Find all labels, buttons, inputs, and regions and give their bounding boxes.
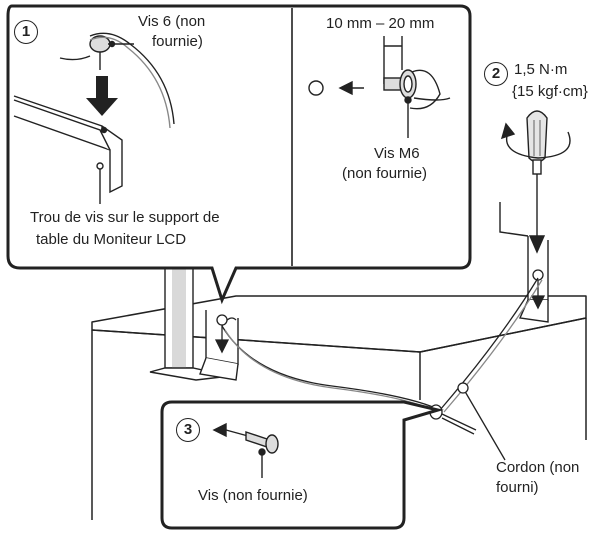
panel1-screw-label-line1: Vis 6 (non: [138, 12, 205, 31]
m6-screw-label-line1: Vis M6: [374, 144, 420, 163]
step-1-marker: 1: [14, 20, 38, 44]
cord-label-line1: Cordon (non: [496, 458, 579, 477]
cord-leader: [463, 388, 505, 460]
torque-label-line2: {15 kgf·cm}: [512, 82, 588, 101]
panel1-screw-label-line2: fournie): [152, 32, 203, 51]
m6-screw-label-line2: (non fournie): [342, 164, 427, 183]
panel1-hole-label-line1: Trou de vis sur le support de: [30, 208, 220, 227]
torque-label-line1: 1,5 N·m: [514, 60, 567, 79]
step-3-marker: 3: [176, 418, 200, 442]
panel3-screw-label: Vis (non fournie): [198, 486, 308, 505]
cord-label-line2: fourni): [496, 478, 539, 497]
m6-dimension-label: 10 mm – 20 mm: [326, 14, 434, 33]
callout-panel-3: [162, 402, 438, 528]
panel1-hole-label-line2: table du Moniteur LCD: [36, 230, 186, 249]
step-2-marker: 2: [484, 62, 508, 86]
